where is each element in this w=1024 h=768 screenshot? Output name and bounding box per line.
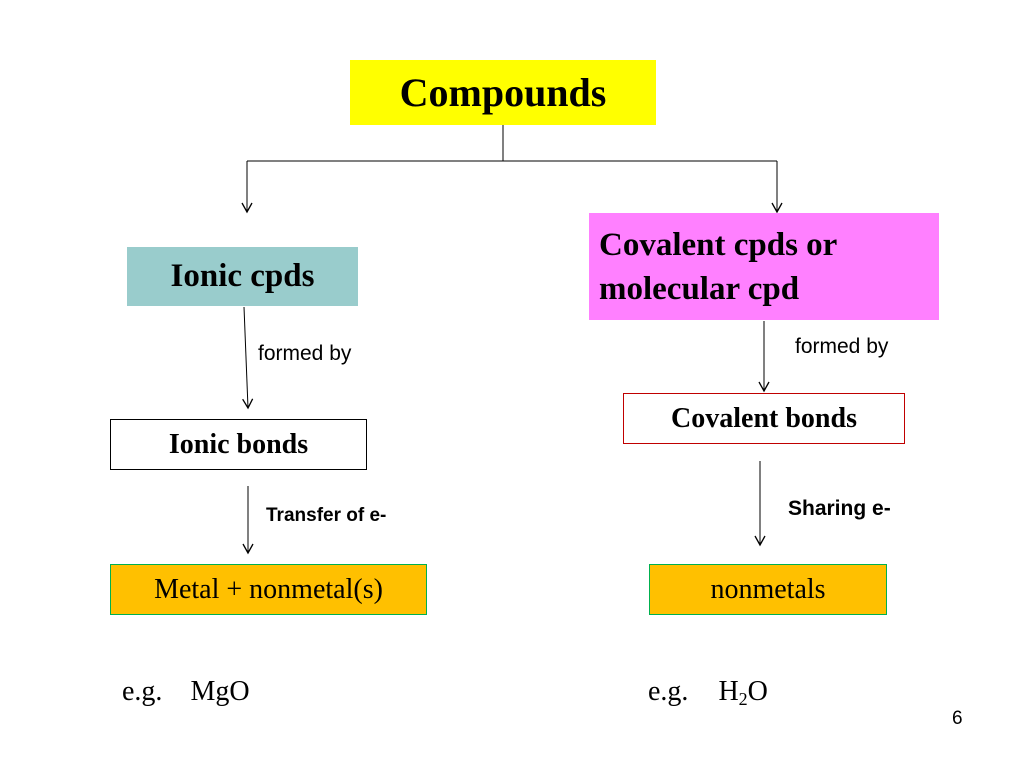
formula-o: O [747,676,768,707]
arrow-to-ionic-bonds [242,306,254,410]
covalent-cpds-label: Covalent cpds or molecular cpd [599,223,837,311]
formula-h: H [718,676,739,707]
metal-nonmetal-label: Metal + nonmetal(s) [154,573,383,605]
covalent-cpds-node: Covalent cpds or molecular cpd [589,213,939,320]
metal-nonmetal-node: Metal + nonmetal(s) [110,564,427,615]
covalent-bonds-label: Covalent bonds [671,402,857,434]
ionic-bonds-label: Ionic bonds [168,428,309,460]
example-ionic-formula: MgO [190,676,250,707]
ionic-cpds-node: Ionic cpds [127,247,358,306]
covalent-cpds-label-line1: Covalent cpds or [599,226,838,263]
transfer-of-electrons-label: Transfer of e- [266,505,387,526]
formed-by-label-right: formed by [795,335,889,358]
example-ionic-prefix: e.g. [122,676,163,707]
covalent-bonds-node: Covalent bonds [623,393,905,444]
example-ionic: e.g. MgO [122,676,250,708]
sharing-electrons-label: Sharing e- [788,497,891,520]
page-number: 6 [952,708,963,729]
example-covalent-prefix: e.g. [648,676,689,707]
ionic-bonds-node: Ionic bonds [110,419,367,470]
formula-subscript: 2 [738,689,748,709]
nonmetals-node: nonmetals [649,564,887,615]
compounds-label: Compounds [399,70,607,115]
nonmetals-label: nonmetals [710,573,826,605]
example-covalent: e.g. H2O [648,676,768,710]
example-covalent-formula: H2O [718,676,768,709]
ionic-cpds-label: Ionic cpds [170,258,315,294]
formed-by-label-left: formed by [258,342,352,365]
compounds-node: Compounds [350,60,656,125]
covalent-cpds-label-line2: molecular cpd [599,270,800,307]
